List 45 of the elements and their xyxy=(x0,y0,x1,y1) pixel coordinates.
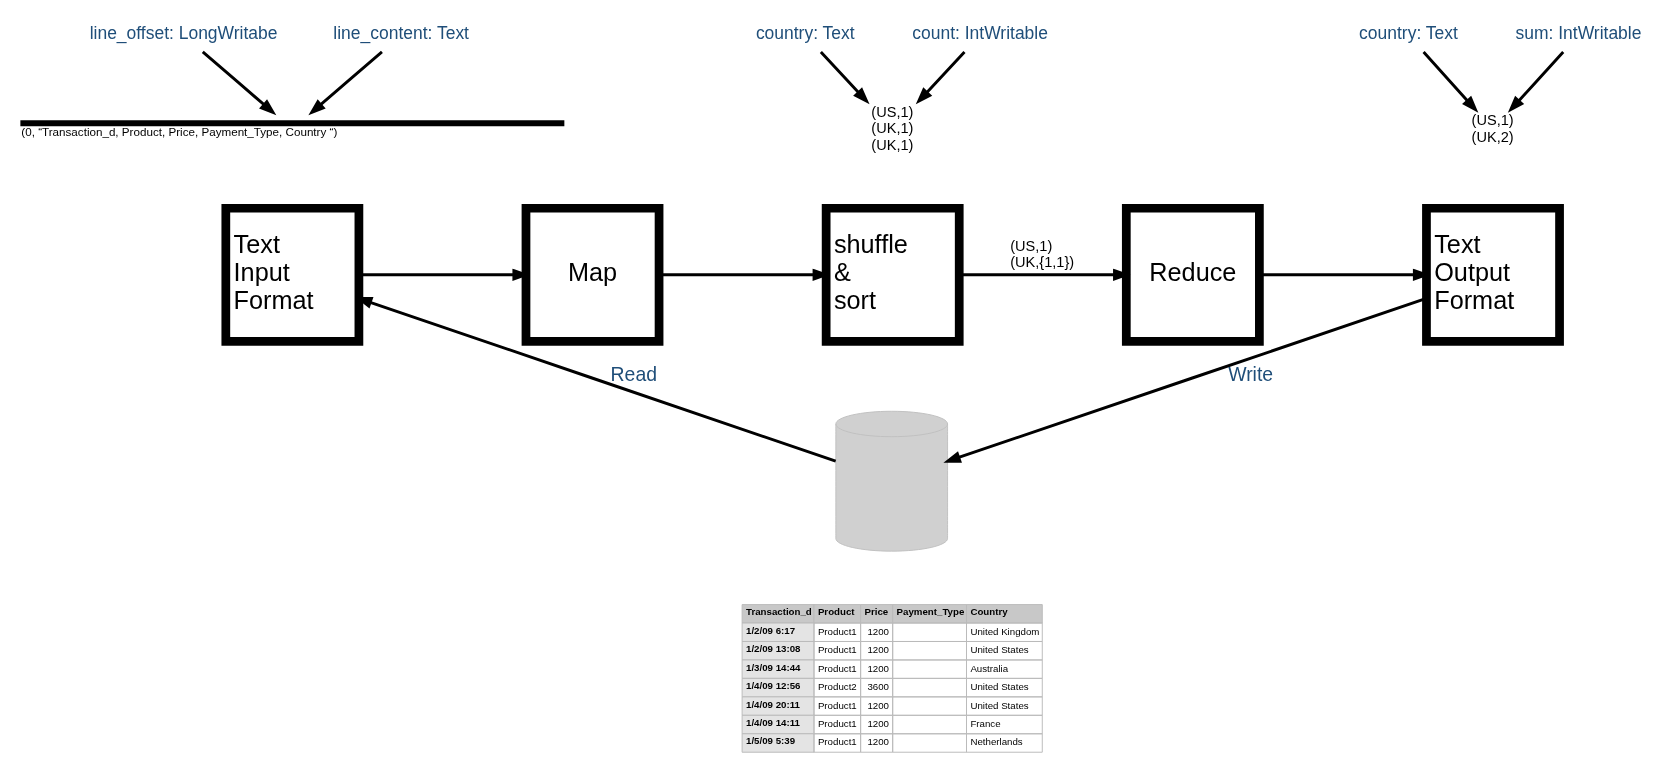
node-text: sum: IntWritable xyxy=(1515,22,1642,43)
edge-label: (US,1) (UK,{1,1}) xyxy=(1010,237,1075,270)
label: 1200 xyxy=(867,643,890,655)
label: Product1 xyxy=(817,699,857,711)
node-text: line_offset: LongWritabe xyxy=(89,22,278,43)
label: United States xyxy=(970,699,1029,711)
label: United States xyxy=(970,643,1029,655)
label: 1200 xyxy=(867,625,890,637)
label: 1/5/09 5:39 xyxy=(746,734,796,746)
label: 1/4/09 20:11 xyxy=(746,698,800,710)
label: Product1 xyxy=(817,643,857,655)
label: 1200 xyxy=(867,699,890,711)
label: Australia xyxy=(970,662,1009,674)
label: Netherlands xyxy=(970,735,1023,747)
label: Price xyxy=(864,605,889,617)
edge-label: Read xyxy=(610,362,658,385)
label: Country xyxy=(970,605,1008,617)
label: Product2 xyxy=(817,680,857,692)
label: 3600 xyxy=(867,680,890,692)
label: United States xyxy=(970,680,1029,692)
node-text: country: Text xyxy=(1359,22,1458,43)
label: Product1 xyxy=(817,735,857,747)
label: 1/4/09 12:56 xyxy=(746,679,801,691)
edge-label: Write xyxy=(1228,362,1274,385)
label: 1/2/09 13:08 xyxy=(746,642,801,654)
node-text: country: Text xyxy=(755,22,855,43)
node-text: line_content: Text xyxy=(333,22,469,43)
label: Payment_Type xyxy=(896,605,965,617)
node-label: (0, “Transaction_d, Product, Price, Payment_Type, Country “) xyxy=(21,124,338,138)
label: Product1 xyxy=(817,717,857,729)
label: France xyxy=(970,717,1001,729)
label: Product1 xyxy=(817,625,857,637)
label: Product xyxy=(817,605,855,617)
node-text: count: IntWritable xyxy=(912,22,1048,43)
label: 1200 xyxy=(867,735,890,747)
label: Product1 xyxy=(817,662,857,674)
node-text: (US,1) (UK,1) (UK,1) xyxy=(871,103,914,153)
label: 1/4/09 14:11 xyxy=(746,716,800,728)
label: 1200 xyxy=(867,717,890,729)
label: 1200 xyxy=(867,662,890,674)
label: Transaction_d xyxy=(746,605,812,617)
node-text: (US,1) (UK,2) xyxy=(1471,111,1514,145)
label: 1/3/09 14:44 xyxy=(746,661,801,673)
label: 1/2/09 6:17 xyxy=(746,624,796,636)
label: United Kingdom xyxy=(970,625,1040,637)
